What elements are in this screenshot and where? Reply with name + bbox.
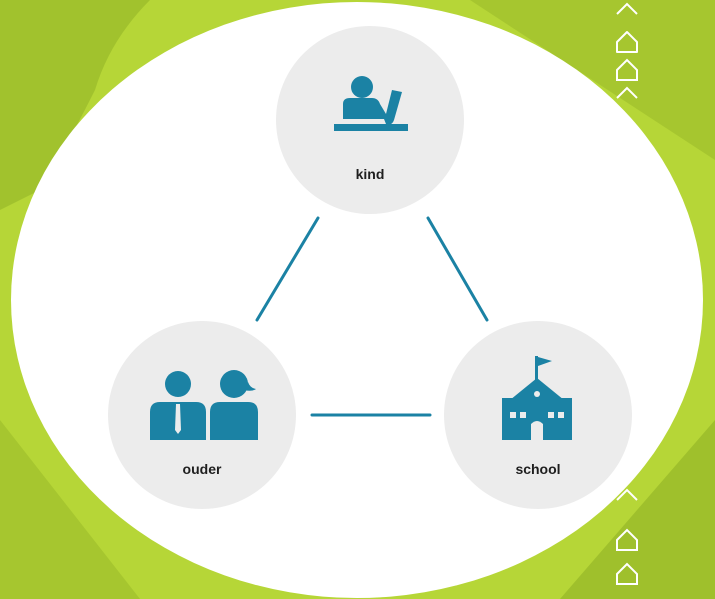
node-ouder: [108, 321, 296, 509]
connector-kind-school: [426, 216, 489, 322]
connector-kind-ouder: [255, 216, 320, 322]
background-stripe-bottom-right: [560, 420, 715, 599]
background-stripe: [0, 0, 150, 210]
node-school: [444, 321, 632, 509]
node-circle: [276, 26, 464, 214]
chevron-up-icon: [616, 562, 638, 585]
chevron-up-icon: [616, 488, 638, 501]
node-kind: [276, 26, 464, 214]
chevron-up-icon: [616, 2, 638, 15]
chevron-decoration-top: [616, 2, 638, 99]
tie-icon: [175, 404, 181, 434]
chevron-up-icon: [616, 31, 638, 53]
node-label-ouder: ouder: [182, 461, 222, 477]
background-stripe-bottom: [0, 420, 140, 599]
connectors: [255, 216, 489, 417]
school-building-icon: [502, 356, 572, 440]
node-label-kind: kind: [355, 166, 385, 182]
chevron-decoration-bottom: [616, 488, 638, 585]
node-label-school: school: [515, 461, 561, 477]
background-stripe-right: [470, 0, 715, 160]
student-raising-hand-icon: [334, 76, 408, 131]
chevron-up-icon: [616, 58, 638, 81]
chevron-up-icon: [616, 528, 638, 551]
parents-icon: [150, 370, 258, 440]
chevron-up-icon: [616, 86, 638, 99]
